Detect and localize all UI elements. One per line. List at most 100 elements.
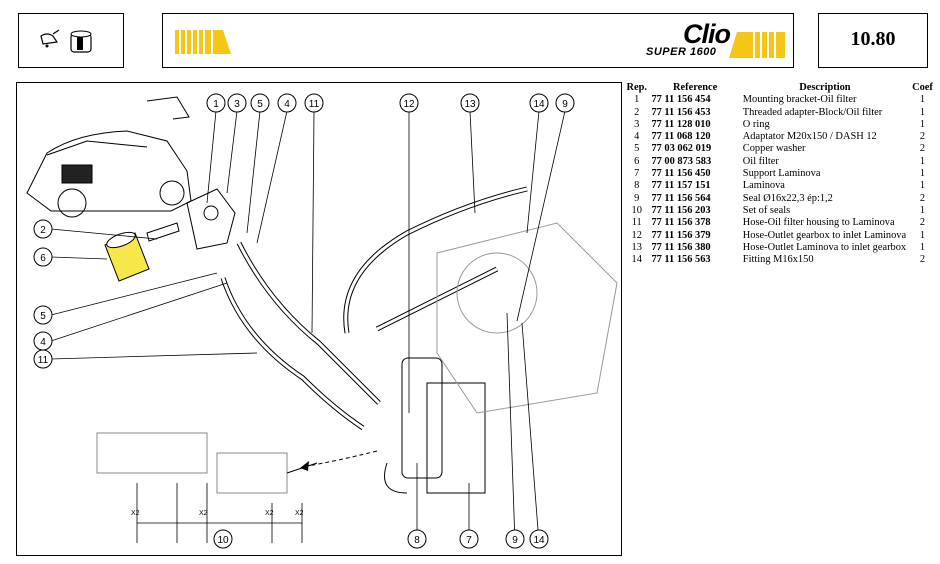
callout-4-top: 4 <box>277 93 297 113</box>
cell-rep: 7 <box>634 168 640 180</box>
callout-10: 10 <box>213 529 233 549</box>
page-number: 10.80 <box>850 28 896 50</box>
cell-coef: 1 <box>919 229 926 241</box>
cell-description: Oil filter <box>742 155 779 167</box>
cell-coef: 2 <box>919 143 926 155</box>
cell-description: Support Laminova <box>742 168 821 180</box>
page-number-box: 10.80 <box>818 13 928 68</box>
cell-rep: 12 <box>631 229 642 241</box>
callout-5-left: 5 <box>33 305 53 325</box>
svg-text:14: 14 <box>533 99 545 110</box>
cell-reference: 77 11 068 120 <box>651 131 711 143</box>
svg-text:6: 6 <box>40 253 46 264</box>
cell-coef: 1 <box>919 204 926 216</box>
oil-filter-icon <box>104 231 150 282</box>
callout-14-top: 14 <box>529 93 549 113</box>
cell-description: Threaded adapter-Block/Oil filter <box>742 106 883 118</box>
svg-text:9: 9 <box>562 99 568 110</box>
cell-reference: 77 03 062 019 <box>651 143 712 155</box>
cell-description: Laminova <box>742 180 785 192</box>
cell-reference: 77 00 873 583 <box>651 155 712 167</box>
header-coef: Coef <box>912 82 933 93</box>
svg-text:14: 14 <box>533 535 545 546</box>
cell-reference: 77 11 128 010 <box>651 118 711 130</box>
svg-text:X2: X2 <box>265 510 274 517</box>
callout-14-bottom: 14 <box>529 529 549 549</box>
cell-rep: 14 <box>631 254 642 266</box>
cell-coef: 2 <box>919 131 926 143</box>
multiplier-labels: X2 X2 X2 X2 <box>131 510 304 517</box>
oil-can-filter-icon <box>40 29 92 53</box>
svg-text:4: 4 <box>284 99 290 110</box>
callout-11-left: 11 <box>33 349 53 369</box>
cell-coef: 2 <box>919 217 926 229</box>
table-row: 4 77 11 068 120 Adaptator M20x150 / DASH 1… <box>624 131 936 143</box>
svg-text:X2: X2 <box>199 510 208 517</box>
yellow-stripes-icon <box>175 30 231 54</box>
callout-8: 8 <box>407 529 427 549</box>
cell-rep: 13 <box>631 241 642 253</box>
header-icon-box <box>18 13 124 68</box>
cell-reference: 77 11 156 454 <box>651 94 711 106</box>
cell-coef: 1 <box>919 241 926 253</box>
svg-text:5: 5 <box>40 311 46 322</box>
callout-7: 7 <box>459 529 479 549</box>
table-row: 2 77 11 156 453 Threaded adapter-Block/Oil… <box>624 107 936 119</box>
cell-rep: 11 <box>631 217 642 229</box>
cell-coef: 1 <box>919 180 926 192</box>
cell-reference: 77 11 156 450 <box>651 168 711 180</box>
cell-coef: 1 <box>919 94 926 106</box>
svg-text:5: 5 <box>257 99 263 110</box>
logo-subtitle: SUPER 1600 <box>646 46 717 58</box>
cell-reference: 77 11 157 151 <box>651 180 711 192</box>
cell-rep: 10 <box>631 204 642 216</box>
cell-reference: 77 11 156 453 <box>651 106 711 118</box>
banner-box <box>162 13 794 68</box>
header-reference: Reference <box>673 82 718 93</box>
cell-description: Fitting M16x150 <box>742 254 814 266</box>
cell-rep: 2 <box>634 106 640 118</box>
cell-description: O ring <box>742 118 770 130</box>
logo-title: Clio <box>683 19 731 49</box>
cell-rep: 9 <box>634 192 640 204</box>
svg-text:11: 11 <box>38 355 49 366</box>
car-icon <box>26 96 192 218</box>
svg-text:X2: X2 <box>295 510 304 517</box>
cell-coef: 2 <box>919 192 926 204</box>
callout-11-top: 11 <box>304 93 324 113</box>
callout-9-top: 9 <box>555 93 575 113</box>
callout-5-top: 5 <box>250 93 270 113</box>
svg-text:12: 12 <box>403 99 415 110</box>
cell-description: Set of seals <box>742 204 791 216</box>
table-row: 8 77 11 157 151 Laminova 1 <box>624 180 936 192</box>
cell-description: Copper washer <box>742 143 806 155</box>
svg-text:13: 13 <box>464 99 476 110</box>
cell-description: Hose-Outlet Laminova to inlet gearbox <box>742 241 907 253</box>
cell-description: Adaptator M20x150 / DASH 12 <box>742 131 877 143</box>
cell-coef: 1 <box>919 155 926 167</box>
svg-text:1: 1 <box>213 99 219 110</box>
callout-13: 13 <box>460 93 480 113</box>
logo-stripes-icon <box>729 32 785 58</box>
header-description: Description <box>799 82 851 93</box>
cell-coef: 1 <box>919 106 926 118</box>
callout-4-left: 4 <box>33 331 53 351</box>
cell-rep: 5 <box>634 143 640 155</box>
cell-rep: 8 <box>634 180 640 192</box>
cell-reference: 77 11 156 378 <box>651 217 711 229</box>
svg-text:10: 10 <box>217 535 229 546</box>
callout-2: 2 <box>33 219 53 239</box>
cell-coef: 1 <box>919 168 926 180</box>
cell-rep: 4 <box>634 131 640 143</box>
cell-reference: 77 11 156 379 <box>651 229 711 241</box>
table-row: 5 77 03 062 019 Copper washer 2 <box>624 143 936 155</box>
cell-reference: 77 11 156 380 <box>651 241 711 253</box>
callout-9-bottom: 9 <box>505 529 525 549</box>
